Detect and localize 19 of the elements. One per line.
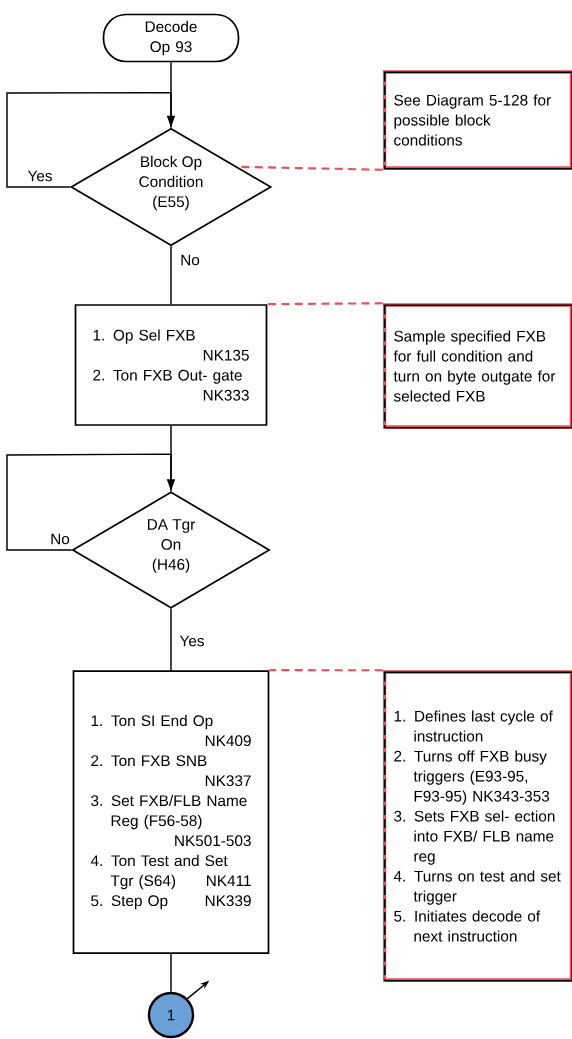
note-box: See Diagram 5-128 for possible block conditions — [382, 70, 572, 170]
connector-line — [170, 61, 172, 129]
process-box: 1. Ton SI End Op NK409 2. Ton FXB SNB NK337 3. Set FXB/FLB Name Reg (F56-58) NK501-503 4. Ton Test and Set Tgr (S64) NK411 5. Step Op NK339 — [72, 670, 270, 954]
edge-label: No — [48, 532, 72, 546]
note-box: 1. Defines last cycle of instruction 2. Turns off FXB busy triggers (E93-95, F93-95) NK343-353 3. Sets FXB sel- ection into FXB/ FLB name reg 4. Turns on test and set trigger 5. Initiates decode of next instruction — [382, 670, 572, 982]
edge-label: Yes — [178, 634, 206, 648]
edge-label: No — [178, 253, 202, 267]
connector-line — [170, 953, 172, 993]
arrow — [6, 453, 176, 551]
note-box: Sample specified FXB for full condition and turn on byte outgate for selected FXB — [382, 303, 572, 429]
process-box: 1. Op Sel FXB NK135 2. Ton FXB Out- gate NK333 — [74, 304, 268, 426]
terminal-box: Decode Op 93 — [102, 13, 240, 63]
leader-line — [267, 302, 383, 306]
edge-label: Yes — [26, 169, 54, 183]
arrow — [6, 91, 176, 188]
connector-line — [170, 608, 172, 671]
leader-line — [269, 669, 383, 672]
connector-line — [170, 245, 172, 305]
connector-line — [170, 425, 172, 492]
